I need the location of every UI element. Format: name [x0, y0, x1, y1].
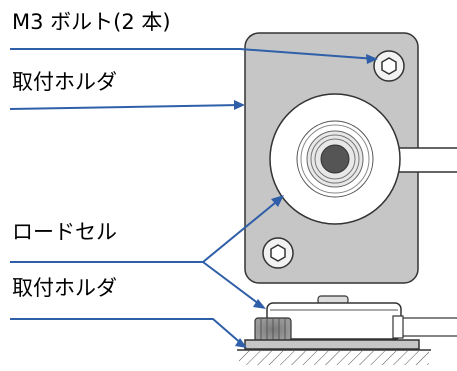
leader-holder-bottom	[10, 318, 244, 346]
leader-load-cell-to-holder	[10, 197, 282, 263]
cable-front	[395, 147, 457, 173]
side-knurled-nut	[254, 317, 292, 342]
arrowhead-holder-top	[234, 100, 245, 110]
bolt-top	[373, 50, 405, 82]
holder-label-bottom: 取付ホルダ	[12, 276, 117, 300]
leader-holder-top	[9, 104, 242, 110]
load-cell-label: ロードセル	[12, 220, 117, 244]
arrowhead-load-cell-side	[253, 299, 266, 309]
arrowhead-load-cell-front	[271, 195, 284, 207]
load-cell-front	[269, 93, 401, 225]
arrowhead-bolt	[366, 54, 378, 64]
leader-load-cell-to-side	[202, 261, 264, 308]
leader-bolt	[10, 48, 377, 60]
side-holder-plate	[244, 339, 420, 350]
ground-hatch	[239, 351, 429, 365]
bolt-label: M3 ボルト(2 本)	[12, 10, 171, 34]
bolt-bottom	[262, 237, 294, 269]
holder-label-top: 取付ホルダ	[12, 70, 117, 94]
arrowhead-holder-bottom	[235, 338, 247, 348]
side-cable	[395, 317, 457, 337]
